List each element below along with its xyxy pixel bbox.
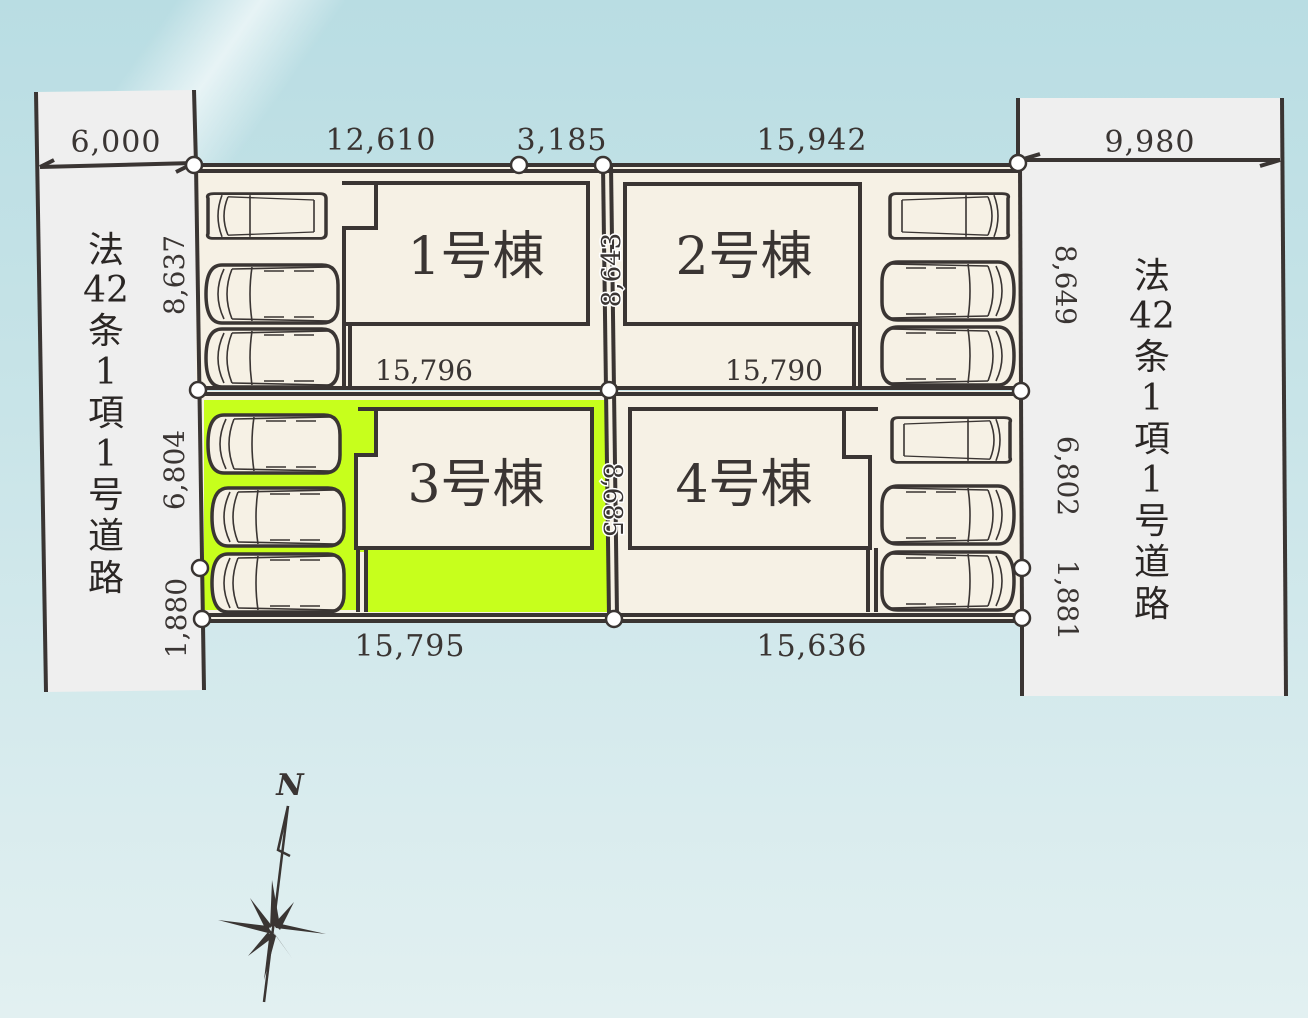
- svg-text:1: 1: [95, 352, 118, 393]
- west-road-width: 6,000: [71, 125, 162, 160]
- dim-east-3: 1,881: [1051, 560, 1084, 640]
- svg-text:条: 条: [88, 311, 124, 352]
- dim-west-3: 1,880: [160, 578, 193, 658]
- building-1-label: 1号棟: [407, 227, 544, 287]
- dim-center-1: 8,643: [597, 233, 627, 307]
- east-road-label: 法 42 条 1 項 1 号 道 路: [1129, 256, 1175, 625]
- west-road-label: 法 42 条 1 項 1 号 道 路: [83, 230, 129, 599]
- svg-text:号: 号: [88, 475, 124, 516]
- parking-lot-2: [880, 191, 1016, 387]
- building-3: [354, 407, 594, 612]
- building-4: [628, 407, 878, 612]
- parking-lot-4: [880, 415, 1016, 612]
- compass-north-label: N: [275, 768, 305, 803]
- dim-east-1: 8,649: [1049, 245, 1082, 325]
- dim-top-3: 15,942: [757, 123, 868, 158]
- svg-text:法: 法: [1134, 256, 1170, 297]
- dim-top-1: 12,610: [326, 123, 437, 158]
- building-3-label: 3号棟: [407, 455, 544, 515]
- dim-mid-1: 15,796: [375, 354, 473, 387]
- svg-text:1: 1: [1141, 378, 1164, 419]
- east-road-width: 9,980: [1105, 125, 1196, 160]
- svg-text:1: 1: [95, 434, 118, 475]
- dim-top-2: 3,185: [517, 123, 608, 158]
- svg-text:道: 道: [1134, 542, 1170, 583]
- dim-west-1: 8,637: [158, 235, 191, 315]
- svg-text:項: 項: [1134, 419, 1170, 460]
- svg-text:項: 項: [88, 393, 124, 434]
- svg-text:道: 道: [88, 516, 124, 557]
- dim-bottom-1: 15,795: [355, 629, 466, 664]
- svg-text:条: 条: [1134, 337, 1170, 378]
- svg-text:号: 号: [1134, 501, 1170, 542]
- svg-text:1: 1: [1141, 460, 1164, 501]
- dim-bottom-2: 15,636: [757, 629, 868, 664]
- svg-text:法: 法: [88, 230, 124, 271]
- building-2-label: 2号棟: [675, 227, 812, 287]
- dim-east-2: 6,802: [1051, 436, 1084, 516]
- building-2: [623, 182, 862, 388]
- boundary-markers: [184, 153, 1032, 629]
- building-4-label: 4号棟: [675, 455, 812, 515]
- parking-lot-1: [204, 191, 340, 389]
- parking-lot-3: [206, 413, 346, 614]
- dim-west-2: 6,804: [158, 430, 191, 510]
- svg-text:路: 路: [88, 558, 124, 599]
- svg-text:42: 42: [1129, 296, 1175, 337]
- svg-text:路: 路: [1134, 584, 1170, 625]
- building-1: [342, 181, 590, 388]
- dim-center-2: 8,685: [597, 463, 627, 537]
- west-road: [34, 89, 204, 693]
- dim-mid-2: 15,790: [725, 354, 823, 387]
- svg-text:42: 42: [83, 270, 129, 311]
- compass-rose-icon: N: [218, 768, 326, 1003]
